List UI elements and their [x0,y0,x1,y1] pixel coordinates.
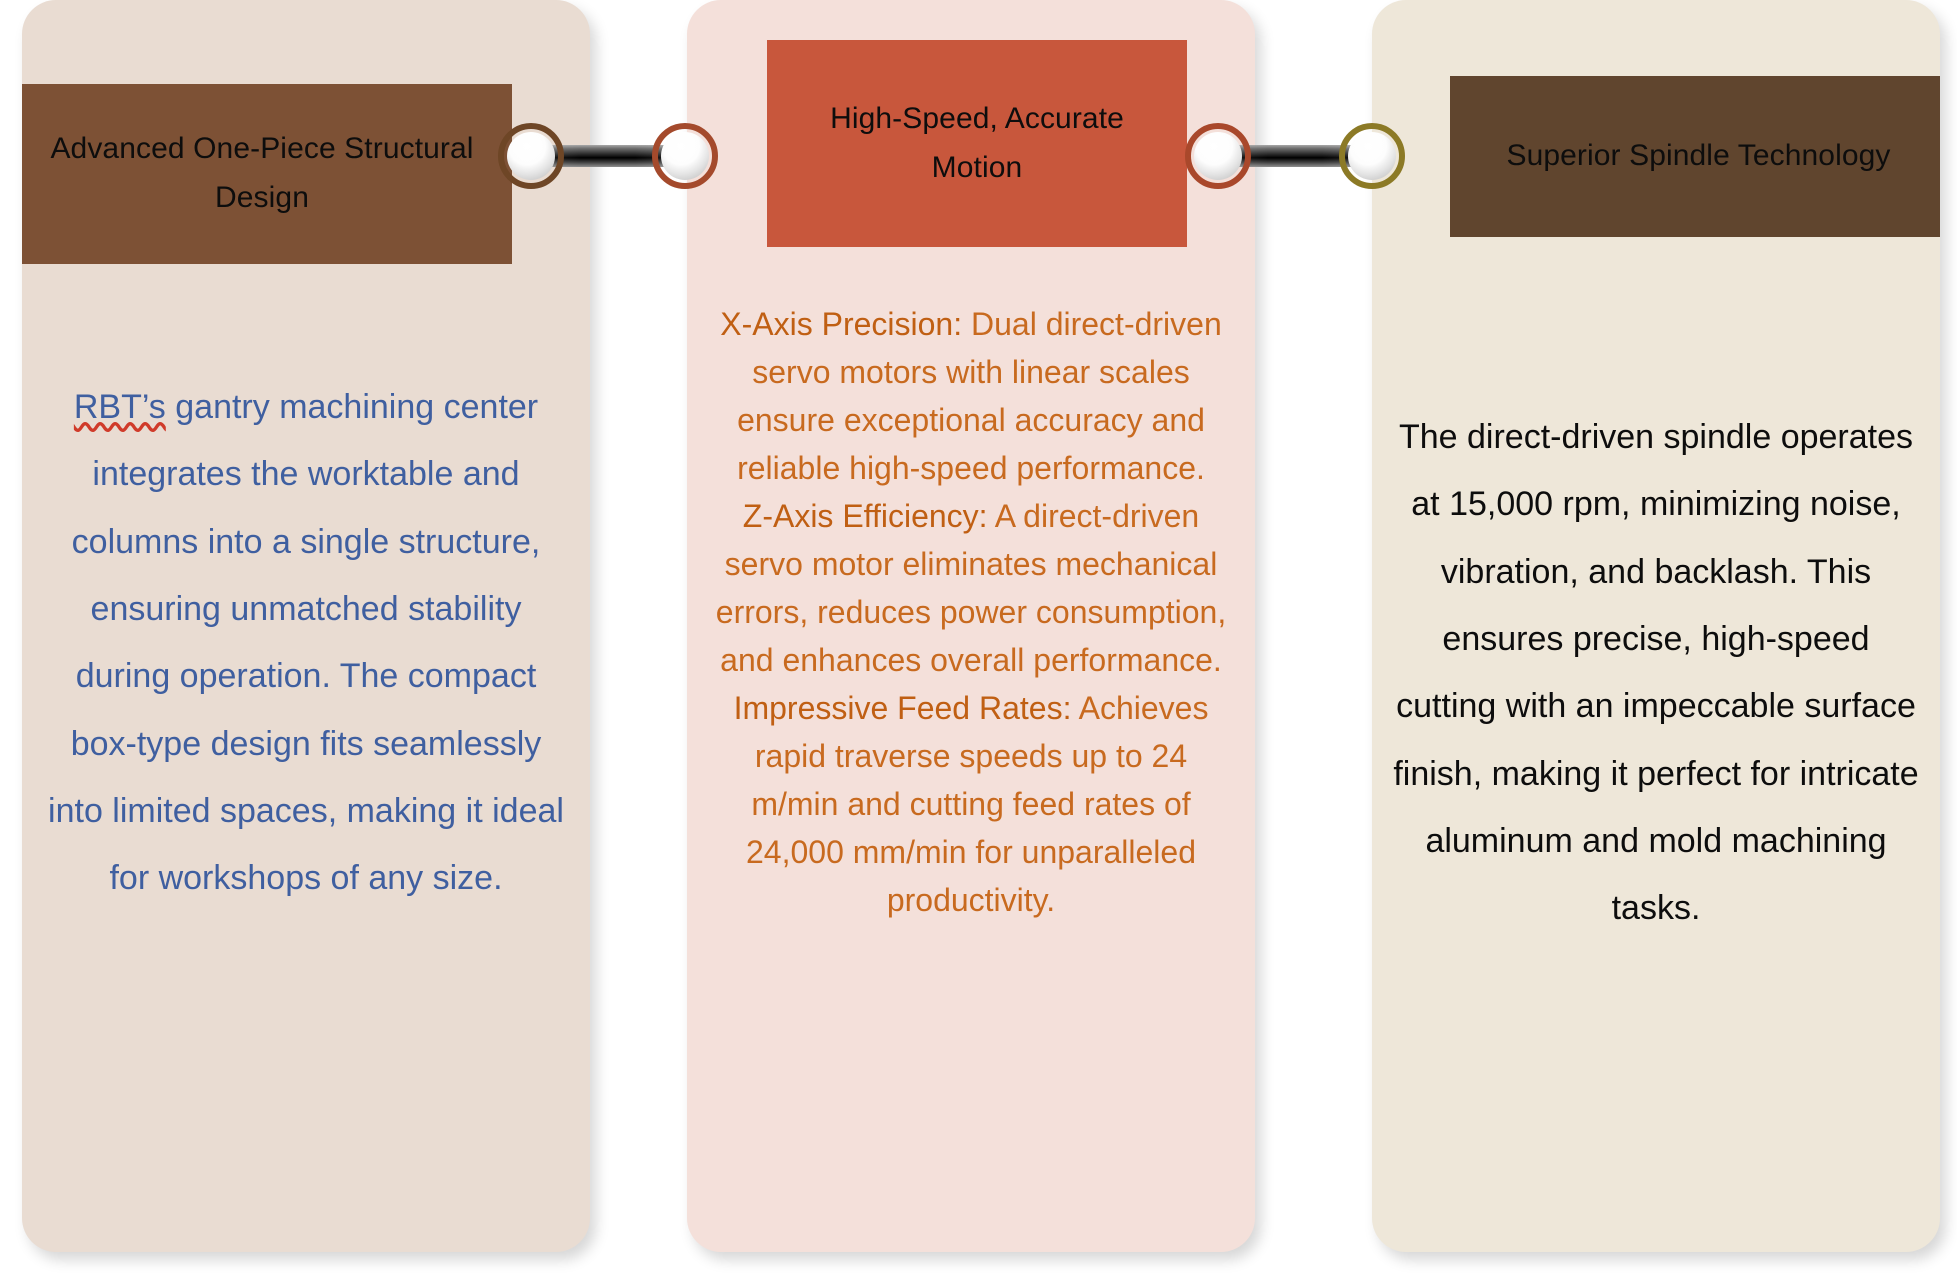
connector-2-bar [1211,145,1379,167]
card-2-header-line-2: Motion [931,150,1023,184]
card-2-header: High-Speed, Accurate Motion [767,40,1187,247]
connector-2-right-knob-icon [1339,123,1405,189]
connector-card1-card2 [498,123,718,189]
card-2-section-impressive-feed-rates: Impressive Feed Rates: Achieves rapid tr… [715,684,1227,924]
card-advanced-one-piece-structural-design[interactable]: Advanced One-Piece Structural Design RBT… [22,0,590,1252]
card-2-section-2-lead: Z-Axis Efficiency: [742,498,988,534]
card-1-body-text: gantry machining center integrates the w… [48,388,564,898]
connector-1-bar [524,145,692,167]
card-2-section-3-text: Achieves rapid traverse speeds up to 24 … [745,690,1209,918]
card-2-section-2-text: A direct-driven servo motor eliminates m… [715,498,1227,678]
connector-1-left-knob-icon [498,123,564,189]
card-2-body: X-Axis Precision: Dual direct-driven ser… [687,300,1255,924]
card-high-speed-accurate-motion[interactable]: High-Speed, Accurate Motion X-Axis Preci… [687,0,1255,1252]
card-2-header-line-1: High-Speed, Accurate [830,101,1124,135]
card-3-header: Superior Spindle Technology [1450,76,1940,237]
card-2-section-3-lead: Impressive Feed Rates: [733,690,1072,726]
connector-1-right-knob-icon [652,123,718,189]
card-3-body-text: The direct-driven spindle operates at 15… [1393,418,1919,928]
card-3-body: The direct-driven spindle operates at 15… [1372,404,1940,943]
card-2-section-1-text: Dual direct-driven servo motors with lin… [737,306,1222,486]
connector-card2-card3 [1185,123,1405,189]
connector-1-right-knob-inner [661,132,709,180]
connector-2-left-knob-icon [1185,123,1251,189]
connector-1-left-knob-inner [507,132,555,180]
card-1-body: RBT’s gantry machining center integrates… [22,374,590,913]
card-2-section-1-lead: X-Axis Precision: [720,306,963,342]
card-1-header: Advanced One-Piece Structural Design [22,84,512,264]
card-1-header-line-1: Advanced One-Piece Structural [50,132,474,166]
card-1-header-line-2: Design [215,181,309,214]
card-2-section-x-axis-precision: X-Axis Precision: Dual direct-driven ser… [715,300,1227,492]
card-3-header-line-1: Superior Spindle Technology [1506,139,1891,173]
connector-2-right-knob-inner [1348,132,1396,180]
card-1-body-lead: RBT’s [73,388,166,426]
card-superior-spindle-technology[interactable]: Superior Spindle Technology The direct-d… [1372,0,1940,1252]
connector-2-left-knob-inner [1194,132,1242,180]
card-2-section-z-axis-efficiency: Z-Axis Efficiency: A direct-driven servo… [715,492,1227,684]
